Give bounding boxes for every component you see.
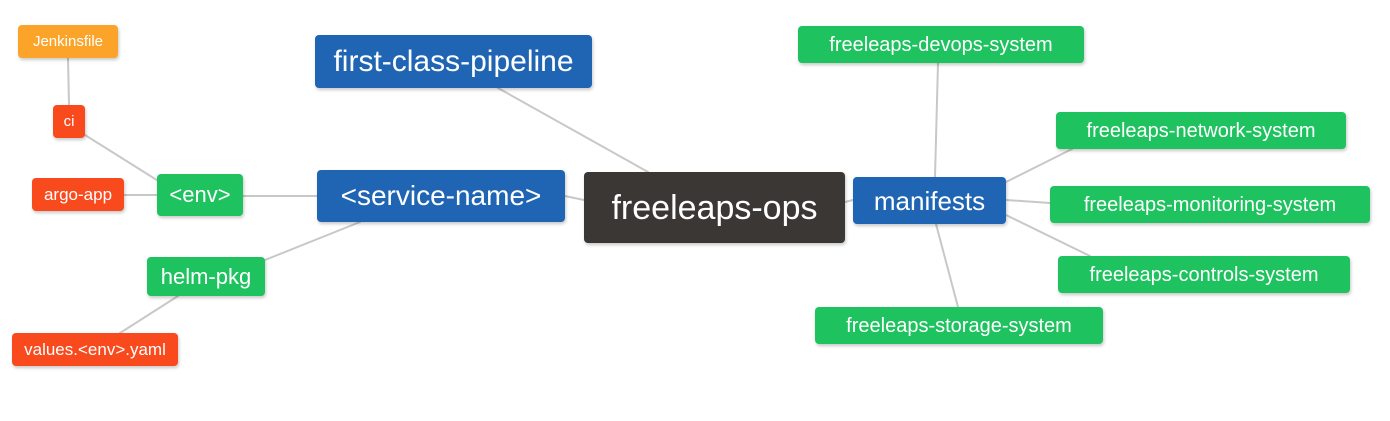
node-manifests[interactable]: manifests [853, 177, 1006, 224]
edge-manifests-to-storage [935, 223, 959, 308]
node-label: manifests [873, 185, 986, 216]
node-label: ci [63, 113, 75, 130]
node-label: Jenkinsfile [32, 33, 104, 50]
edge-freeleaps-ops-to-manifests [844, 199, 854, 203]
node-label: argo-app [43, 185, 113, 204]
node-argo-app[interactable]: argo-app [32, 178, 124, 211]
node-network[interactable]: freeleaps-network-system [1056, 112, 1346, 149]
edge-manifests-to-devops [934, 62, 939, 178]
node-label: first-class-pipeline [333, 44, 574, 78]
edge-manifests-to-network [1005, 148, 1073, 183]
node-label: values.<env>.yaml [24, 340, 166, 359]
node-devops[interactable]: freeleaps-devops-system [798, 26, 1084, 63]
node-label: <service-name> [340, 180, 542, 211]
node-pipeline[interactable]: first-class-pipeline [315, 35, 592, 88]
node-jenkinsfile[interactable]: Jenkinsfile [18, 25, 118, 58]
node-label: freeleaps-network-system [1086, 119, 1316, 142]
node-label: freeleaps-controls-system [1089, 263, 1319, 286]
edge-manifests-to-monitoring [1005, 199, 1051, 204]
node-helm-pkg[interactable]: helm-pkg [147, 257, 265, 296]
node-label: freeleaps-devops-system [829, 33, 1053, 56]
node-label: <env> [169, 182, 231, 207]
node-label: freeleaps-monitoring-system [1083, 193, 1337, 216]
edge-jenkinsfile-to-ci [67, 57, 70, 106]
node-env[interactable]: <env> [157, 174, 243, 216]
edge-values-yaml-to-helm-pkg [119, 295, 179, 334]
edge-service-name-to-freeleaps-ops [564, 195, 585, 201]
node-values-yaml[interactable]: values.<env>.yaml [12, 333, 178, 366]
node-label: freeleaps-storage-system [846, 314, 1072, 337]
node-label: helm-pkg [160, 263, 252, 289]
node-ci[interactable]: ci [53, 105, 85, 138]
node-monitoring[interactable]: freeleaps-monitoring-system [1050, 186, 1370, 223]
edge-helm-pkg-to-service-name [264, 221, 361, 261]
edge-ci-to-env [84, 134, 161, 183]
node-controls[interactable]: freeleaps-controls-system [1058, 256, 1350, 293]
edge-pipeline-to-freeleaps-ops [497, 87, 649, 173]
node-service-name[interactable]: <service-name> [317, 170, 565, 222]
node-label: freeleaps-ops [611, 188, 818, 227]
node-freeleaps-ops[interactable]: freeleaps-ops [584, 172, 845, 243]
node-storage[interactable]: freeleaps-storage-system [815, 307, 1103, 344]
